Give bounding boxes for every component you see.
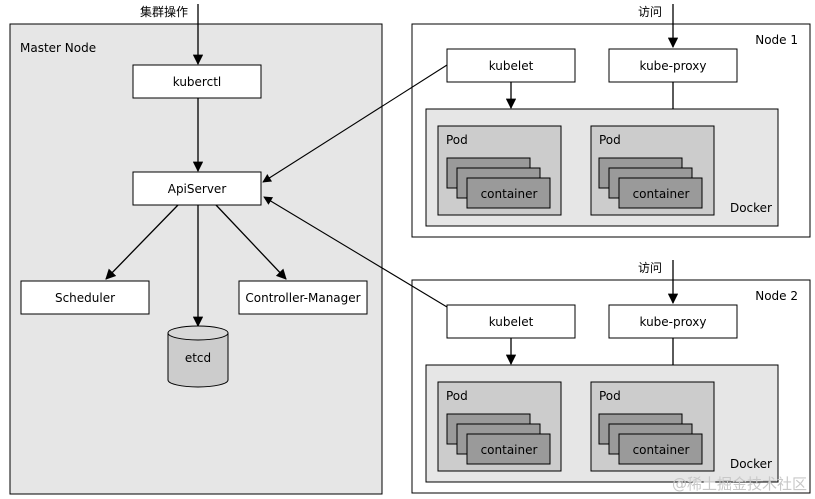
master-node: Master Node 集群操作 kuberctl ApiServer Sche…	[9, 4, 383, 495]
scheduler-box: Scheduler	[20, 280, 150, 315]
node-2-docker-label: Docker	[730, 457, 772, 471]
node-2-pod-2-label: Pod	[599, 389, 621, 403]
node-1-kube-proxy-label: kube-proxy	[640, 59, 707, 73]
node-1-kubelet-box: kubelet	[446, 48, 576, 83]
controller-manager-label: Controller-Manager	[245, 291, 360, 305]
master-node-frame	[9, 23, 383, 495]
node-1-pod-1: Pod container	[437, 125, 562, 216]
node-1-pod-1-container-label: container	[481, 187, 538, 201]
node-2-pod-1-label: Pod	[446, 389, 468, 403]
controller-manager-box: Controller-Manager	[238, 280, 368, 315]
node-1-title: Node 1	[755, 33, 798, 47]
node-1: Node 1 访问 kubelet kube-proxy Docker Pod …	[411, 4, 811, 238]
node-1-pod-2-container-label: container	[633, 187, 690, 201]
node-2-pod-2: Pod container	[590, 381, 715, 472]
cluster-operation-label: 集群操作	[140, 4, 188, 19]
node-2-title: Node 2	[755, 289, 798, 303]
node-2-access-label: 访问	[638, 261, 662, 275]
node-2-pod-1: Pod container	[437, 381, 562, 472]
node-1-pod-2: Pod container	[590, 125, 715, 216]
node-2-kubelet-label: kubelet	[489, 315, 534, 329]
kuberctl-label: kuberctl	[173, 75, 222, 89]
node-1-pod-1-label: Pod	[446, 133, 468, 147]
node-1-kube-proxy-box: kube-proxy	[608, 48, 738, 83]
watermark-text: @稀土掘金技术社区	[672, 475, 807, 493]
apiserver-box: ApiServer	[132, 171, 262, 206]
etcd-cylinder: etcd	[167, 325, 229, 388]
container-front	[618, 177, 703, 209]
node-2-kube-proxy-box: kube-proxy	[608, 304, 738, 339]
node-1-access-label: 访问	[638, 5, 662, 19]
container-front	[466, 433, 551, 465]
node-1-pod-2-label: Pod	[599, 133, 621, 147]
master-node-title: Master Node	[20, 41, 96, 55]
node-2-kube-proxy-label: kube-proxy	[640, 315, 707, 329]
scheduler-label: Scheduler	[55, 291, 115, 305]
apiserver-label: ApiServer	[168, 182, 227, 196]
node-2: Node 2 访问 kubelet kube-proxy Docker Pod …	[411, 260, 811, 494]
node-2-pod-2-container-label: container	[633, 443, 690, 457]
container-front	[618, 433, 703, 465]
node-1-kubelet-label: kubelet	[489, 59, 534, 73]
apiserver-to-scheduler-arrow	[105, 204, 179, 280]
node-1-kubelet-to-apiserver-arrow	[262, 64, 448, 183]
apiserver-to-controller-arrow	[215, 204, 287, 280]
container-front	[466, 177, 551, 209]
kuberctl-box: kuberctl	[132, 64, 262, 99]
node-1-docker-label: Docker	[730, 201, 772, 215]
node-2-pod-1-container-label: container	[481, 443, 538, 457]
etcd-label: etcd	[185, 351, 211, 365]
node-2-kubelet-box: kubelet	[446, 304, 576, 339]
node-2-kubelet-to-apiserver-arrow	[263, 196, 448, 308]
